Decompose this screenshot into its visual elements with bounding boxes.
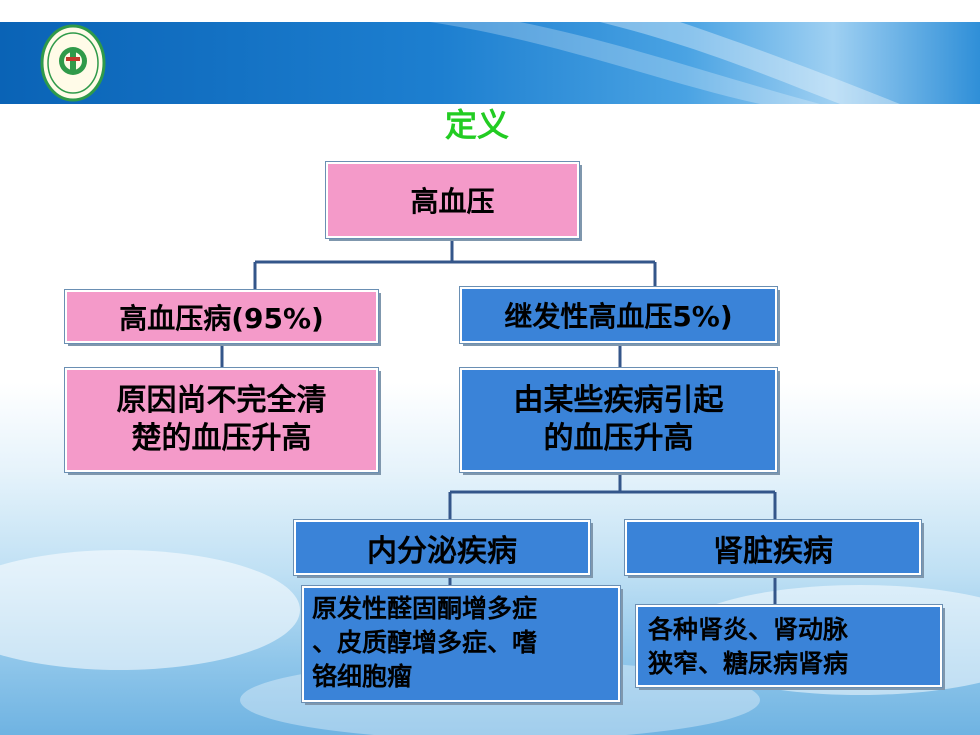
detail-line: 由某些疾病引起 — [513, 383, 724, 418]
detail-node-endocrine: 原发性醛固酮增多症 、皮质醇增多症、嗜 铬细胞瘤 — [301, 585, 621, 703]
detail-line: 的血压升高 — [543, 421, 694, 456]
sub-node-renal: 肾脏疾病 — [624, 519, 922, 576]
branch-node-secondary: 继发性高血压5%) — [459, 286, 778, 344]
branch-node-essential: 高血压病(95%) — [64, 289, 379, 344]
medical-college-seal-icon — [40, 24, 106, 102]
detail-line: 楚的血压升高 — [131, 421, 312, 456]
header-banner — [0, 22, 980, 104]
root-node: 高血压 — [325, 161, 580, 239]
detail-node-essential: 原因尚不完全清 楚的血压升高 — [64, 367, 379, 473]
detail-line: 原发性醛固酮增多症 — [312, 594, 538, 623]
sub-node-label: 肾脏疾病 — [713, 533, 833, 569]
detail-line: 原因尚不完全清 — [116, 383, 327, 418]
detail-node-renal: 各种肾炎、肾动脉 狭窄、糖尿病肾病 — [635, 604, 943, 688]
sub-node-label: 内分泌疾病 — [367, 533, 517, 569]
sub-node-endocrine: 内分泌疾病 — [293, 519, 591, 576]
branch-node-label: 继发性高血压5%) — [504, 300, 733, 333]
detail-line: 、皮质醇增多症、嗜 — [312, 628, 538, 657]
root-node-label: 高血压 — [410, 185, 495, 218]
banner-swoosh — [430, 22, 900, 104]
detail-line: 铬细胞瘤 — [312, 662, 413, 691]
branch-node-label: 高血压病(95%) — [119, 301, 324, 335]
detail-line: 狭窄、糖尿病肾病 — [648, 649, 849, 678]
detail-line: 各种肾炎、肾动脉 — [648, 615, 849, 644]
detail-node-secondary: 由某些疾病引起 的血压升高 — [459, 367, 778, 473]
page-title: 定义 — [444, 106, 509, 144]
